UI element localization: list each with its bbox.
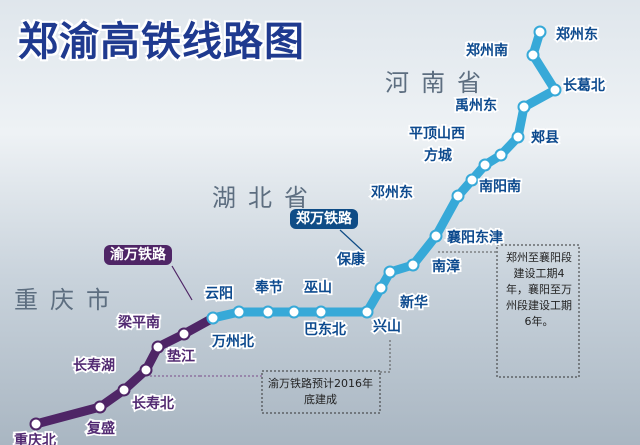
station-dot	[494, 148, 508, 162]
station-label: 邓州东	[370, 184, 413, 201]
region-label-hubei: 湖北省	[212, 184, 320, 212]
station-dot	[29, 417, 43, 431]
station-label: 郑州南	[466, 42, 508, 59]
station-label: 万州北	[211, 334, 254, 350]
station-label: 垫江	[167, 348, 195, 365]
station-label: 平顶山西	[409, 126, 465, 142]
station-dot	[206, 311, 220, 325]
station-label: 兴山	[373, 318, 401, 335]
station-label: 奉节	[255, 279, 283, 296]
station-label: 梁平南	[117, 314, 160, 331]
station-dot	[517, 100, 531, 114]
region-label-chongqing: 重庆市	[14, 286, 122, 314]
station-label: 长寿湖	[73, 357, 115, 374]
zhengwan-tag-leader	[339, 229, 367, 255]
station-dot	[429, 229, 443, 243]
station-dot	[511, 130, 525, 144]
station-dot	[139, 363, 153, 377]
station-dot	[406, 258, 420, 272]
station-label: 长葛北	[563, 77, 605, 94]
map-title: 郑渝高铁线路图	[18, 19, 305, 65]
yuwan-schedule-note: 渝万铁路预计2016年底建成	[268, 377, 373, 406]
zhengwan-note-box	[496, 244, 580, 378]
station-label: 南漳	[432, 258, 460, 275]
station-dot	[314, 305, 328, 319]
station-label: 襄阳东津	[446, 229, 503, 246]
station-dot	[232, 305, 246, 319]
station-dot	[465, 173, 479, 187]
station-label: 巴东北	[304, 321, 346, 338]
station-dot	[287, 305, 301, 319]
station-dot	[117, 383, 131, 397]
station-label: 巫山	[304, 280, 332, 296]
station-dot	[451, 189, 465, 203]
station-dot	[261, 305, 275, 319]
station-dot	[93, 400, 107, 414]
yuwan-line-tag: 渝万铁路	[104, 245, 172, 265]
yuwan-tag-leader	[171, 265, 193, 301]
station-label: 郑州东	[556, 26, 598, 43]
station-dot	[360, 305, 374, 319]
station-dot	[374, 281, 388, 295]
station-label: 禹州东	[455, 97, 497, 114]
station-label: 南阳南	[479, 178, 521, 195]
station-label: 复盛	[86, 420, 115, 437]
station-label: 新华	[400, 294, 428, 311]
station-label: 长寿北	[132, 395, 174, 412]
station-dot	[533, 25, 547, 39]
station-dot	[383, 265, 397, 279]
station-label: 郏县	[531, 129, 559, 146]
station-dots	[29, 25, 562, 431]
station-dot	[526, 48, 540, 62]
station-label: 方城	[424, 147, 452, 164]
zhengwan-line-tag: 郑万铁路	[290, 209, 358, 229]
region-label-henan: 河南省	[385, 69, 493, 97]
station-label: 保康	[336, 251, 366, 268]
station-dot	[151, 340, 165, 354]
station-dot	[478, 158, 492, 172]
station-label: 云阳	[205, 286, 233, 302]
station-dot	[548, 83, 562, 97]
station-dot	[177, 327, 191, 341]
station-label: 重庆北	[14, 432, 56, 445]
zhengwan-schedule-note: 郑州至襄阳段建设工期4年，襄阳至万州段建设工期6年。	[506, 251, 572, 328]
